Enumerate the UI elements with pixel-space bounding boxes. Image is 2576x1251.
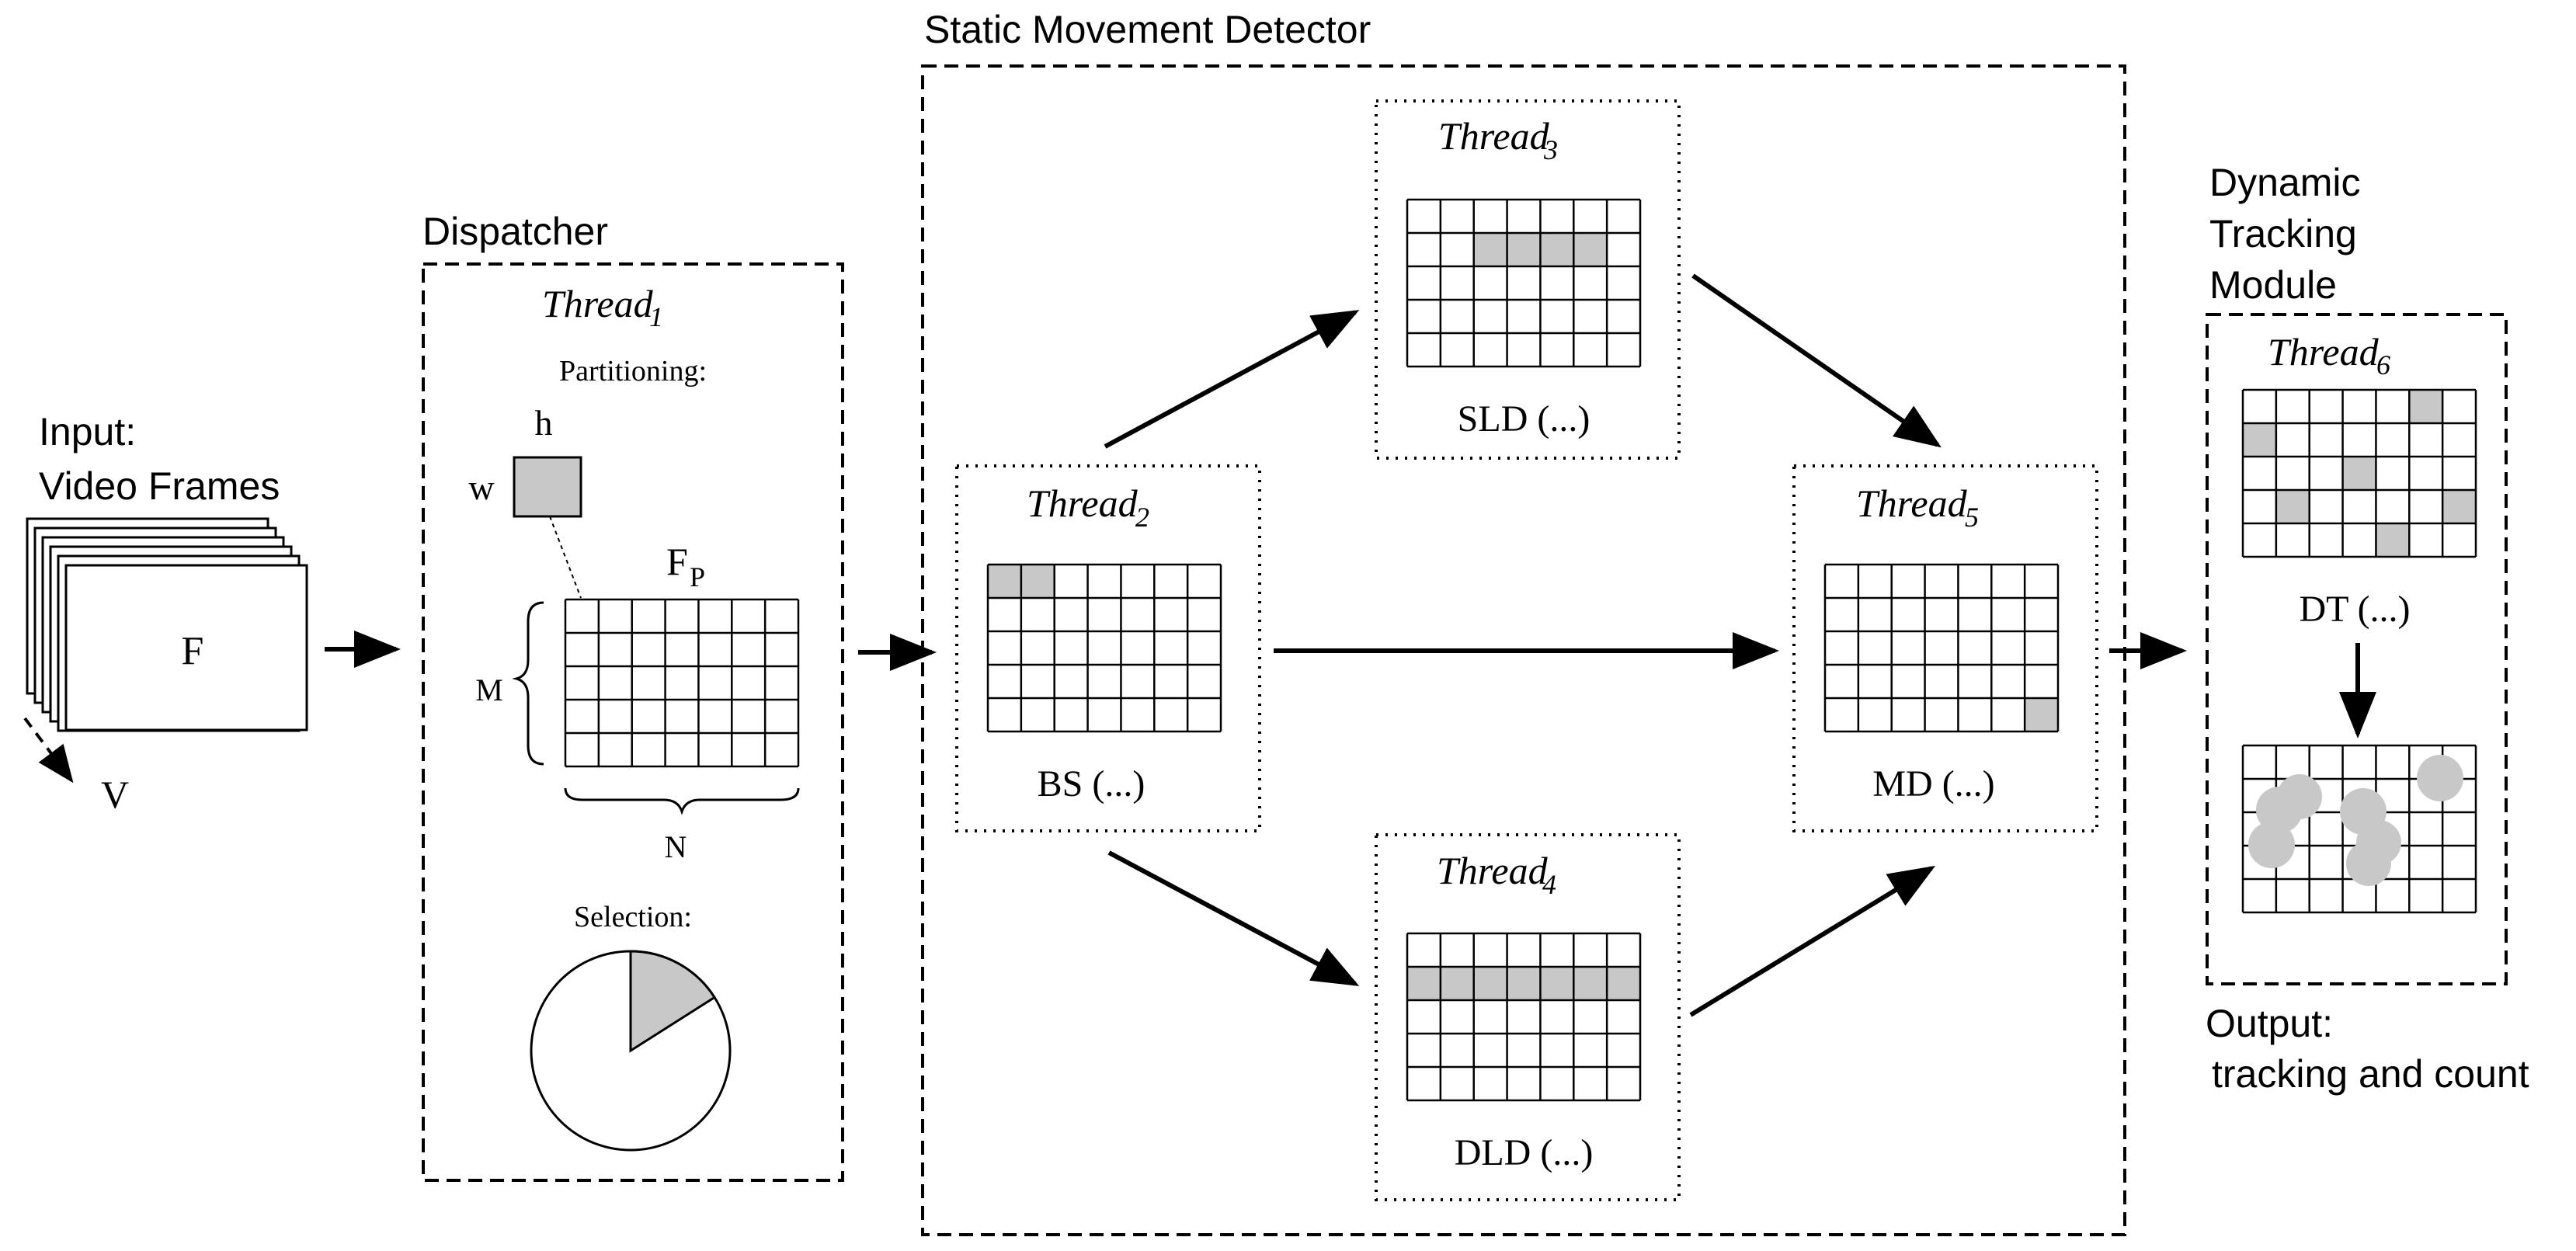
- thread6-grid: [2241, 388, 2477, 558]
- partition-leader-line: [549, 516, 582, 599]
- output-line2: tracking and count: [2212, 1052, 2529, 1096]
- w-label: w: [468, 467, 495, 507]
- thread5-box-group: Thread 5 MD (...): [1792, 464, 2098, 832]
- arrow-thread2-to-thread3: [1104, 310, 1360, 449]
- thread3-label: Thread: [1438, 114, 1550, 158]
- thread5-box: [1792, 464, 2098, 832]
- thread4-function: DLD (...): [1455, 1132, 1594, 1173]
- dynamic-title-line3: Module: [2209, 263, 2337, 307]
- frame-label: F: [182, 629, 204, 673]
- time-axis-arrow: [23, 717, 74, 784]
- thread4-grid: [1406, 932, 1642, 1102]
- tracked-object: [2248, 822, 2295, 868]
- thread5-label: Thread: [1856, 481, 1968, 525]
- thread4-number: 4: [1542, 869, 1556, 900]
- video-frame-stack: [26, 517, 308, 732]
- dynamic-title-line2: Tracking: [2209, 212, 2357, 255]
- highlighted-cell: [2376, 523, 2410, 557]
- static-detector-section: Static Movement Detector Thread 2 BS (..…: [921, 8, 2126, 1236]
- thread6-label: Thread: [2268, 330, 2380, 374]
- thread6-function: DT (...): [2299, 589, 2410, 630]
- partitioning-label: Partitioning:: [559, 355, 707, 387]
- m-brace: [512, 601, 544, 766]
- selection-label: Selection:: [574, 901, 692, 933]
- n-brace: [564, 787, 800, 815]
- tracked-object: [2417, 755, 2463, 801]
- highlighted-cell: [1407, 967, 1640, 1000]
- thread3-function: SLD (...): [1458, 398, 1590, 440]
- h-label: h: [535, 403, 553, 443]
- tracked-object: [2277, 774, 2322, 819]
- thread2-number: 2: [1135, 502, 1149, 533]
- fp-subscript: P: [690, 561, 705, 592]
- input-title-line1: Input:: [39, 410, 136, 453]
- dynamic-box: [2206, 313, 2508, 985]
- thread3-box-group: Thread 3 SLD (...): [1375, 99, 1681, 460]
- dispatcher-section: Dispatcher Thread 1 Partitioning: h w F …: [422, 210, 844, 1182]
- n-label: N: [665, 829, 687, 864]
- thread6-number: 6: [2376, 349, 2390, 381]
- highlighted-cell: [2243, 423, 2276, 457]
- thread2-box: [955, 464, 1261, 832]
- time-axis-label: V: [101, 773, 129, 816]
- highlighted-cell: [2442, 490, 2476, 523]
- output-line1: Output:: [2206, 1002, 2333, 1045]
- arrow-thread3-to-thread5: [1691, 273, 1942, 448]
- thread5-number: 5: [1965, 502, 1979, 533]
- highlighted-cell: [2342, 457, 2376, 490]
- highlighted-cell: [2025, 698, 2058, 731]
- thread4-box-group: Thread 4 DLD (...): [1375, 833, 1681, 1201]
- input-section: Input: Video Frames F V: [23, 410, 308, 816]
- thread2-grid: [986, 563, 1222, 733]
- thread3-box: [1375, 99, 1681, 460]
- selection-pie-slice: [629, 950, 717, 1053]
- thread4-box: [1375, 833, 1681, 1201]
- dynamic-title-line1: Dynamic: [2209, 161, 2360, 204]
- m-label: M: [475, 672, 503, 707]
- arrow-thread4-to-thread5: [1689, 865, 1936, 1017]
- arrow-thread2-to-thread4: [1107, 850, 1360, 986]
- tracked-objects: [2248, 755, 2463, 886]
- thread2-function: BS (...): [1038, 763, 1145, 804]
- highlighted-cell: [2275, 490, 2310, 523]
- partition-grid: [564, 598, 800, 768]
- dynamic-tracking-section: Dynamic Tracking Module Thread 6 DT (...…: [2206, 161, 2508, 985]
- highlighted-cell: [1020, 565, 1055, 598]
- thread4-label: Thread: [1437, 849, 1549, 892]
- partition-block: [513, 456, 582, 518]
- dispatcher-box: [422, 262, 844, 1182]
- thread1-label: Thread: [542, 282, 654, 325]
- thread1-number: 1: [649, 301, 663, 332]
- static-detector-title: Static Movement Detector: [924, 8, 1371, 51]
- dispatcher-title: Dispatcher: [422, 210, 608, 253]
- fp-label: F: [666, 540, 688, 583]
- highlighted-cell: [988, 565, 1021, 598]
- thread2-label: Thread: [1027, 481, 1139, 525]
- thread3-number: 3: [1543, 134, 1558, 165]
- input-title-line2: Video Frames: [39, 464, 280, 508]
- thread5-grid: [1823, 563, 2060, 733]
- thread2-box-group: Thread 2 BS (...): [955, 464, 1261, 832]
- thread5-function: MD (...): [1872, 763, 1994, 804]
- tracked-object: [2346, 841, 2391, 886]
- output-section: Output: tracking and count: [2206, 1002, 2529, 1096]
- highlighted-cell: [2409, 390, 2443, 423]
- thread3-grid: [1406, 198, 1642, 368]
- front-frame: [64, 564, 308, 731]
